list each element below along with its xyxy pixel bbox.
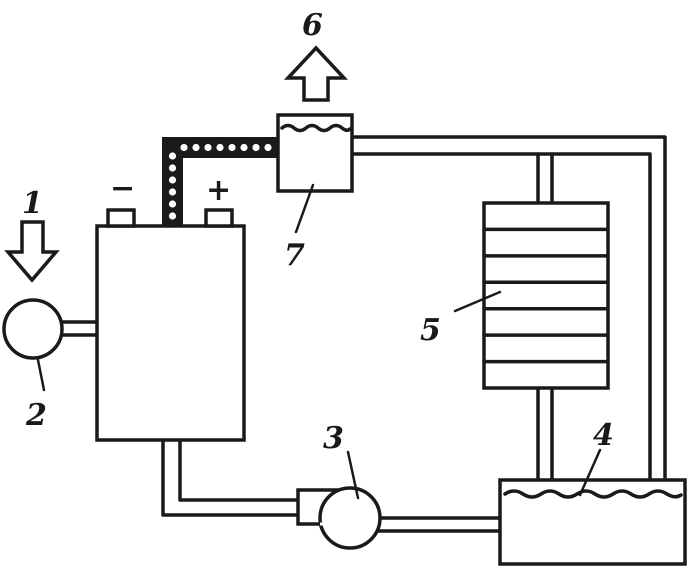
label-outlet: 6 xyxy=(302,8,323,43)
separator-return-pipe xyxy=(350,135,667,482)
porous-tube-dot xyxy=(204,143,212,152)
fuel-cell-body xyxy=(95,224,246,442)
porous-tube-dot xyxy=(192,143,200,152)
compressor-circle xyxy=(2,298,64,360)
label-compressor: 2 xyxy=(25,398,47,433)
positive-terminal xyxy=(204,208,234,228)
porous-tube-dot xyxy=(168,212,177,220)
separator-liquid-surface xyxy=(280,123,352,133)
radiator-bottom-pipe xyxy=(536,386,554,482)
negative-terminal xyxy=(106,208,136,228)
tank-liquid-surface xyxy=(503,489,683,499)
porous-tube-dot xyxy=(252,143,260,152)
air-supply-pipe xyxy=(61,320,99,337)
negative-terminal-label: − xyxy=(110,171,135,206)
porous-gas-tube xyxy=(162,137,278,226)
label-radiator: 5 xyxy=(420,313,441,348)
label-inlet: 1 xyxy=(22,186,43,221)
porous-tube-dot xyxy=(168,152,177,160)
porous-tube-dot xyxy=(168,164,177,172)
porous-tube-dot xyxy=(168,176,177,184)
porous-tube-dot xyxy=(168,200,177,208)
label-separator: 7 xyxy=(284,238,305,273)
porous-tube-dot xyxy=(228,143,236,152)
inlet-arrow-icon xyxy=(4,220,60,283)
porous-tube-dot xyxy=(240,143,248,152)
porous-tube-dot xyxy=(264,143,272,152)
radiator-top-pipe xyxy=(536,152,554,205)
label-pump: 3 xyxy=(323,421,344,456)
positive-terminal-label: + xyxy=(206,173,231,208)
porous-tube-dot xyxy=(216,143,224,152)
porous-tube-dot xyxy=(180,143,188,152)
radiator xyxy=(482,201,610,390)
outlet-arrow-icon xyxy=(283,45,349,102)
coolant-outlet-pipe xyxy=(161,438,302,517)
pump xyxy=(296,486,382,550)
leader-lines xyxy=(36,183,602,500)
pump-to-tank-pipe xyxy=(376,516,502,533)
label-tank: 4 xyxy=(593,418,614,453)
porous-tube-dot xyxy=(168,188,177,196)
